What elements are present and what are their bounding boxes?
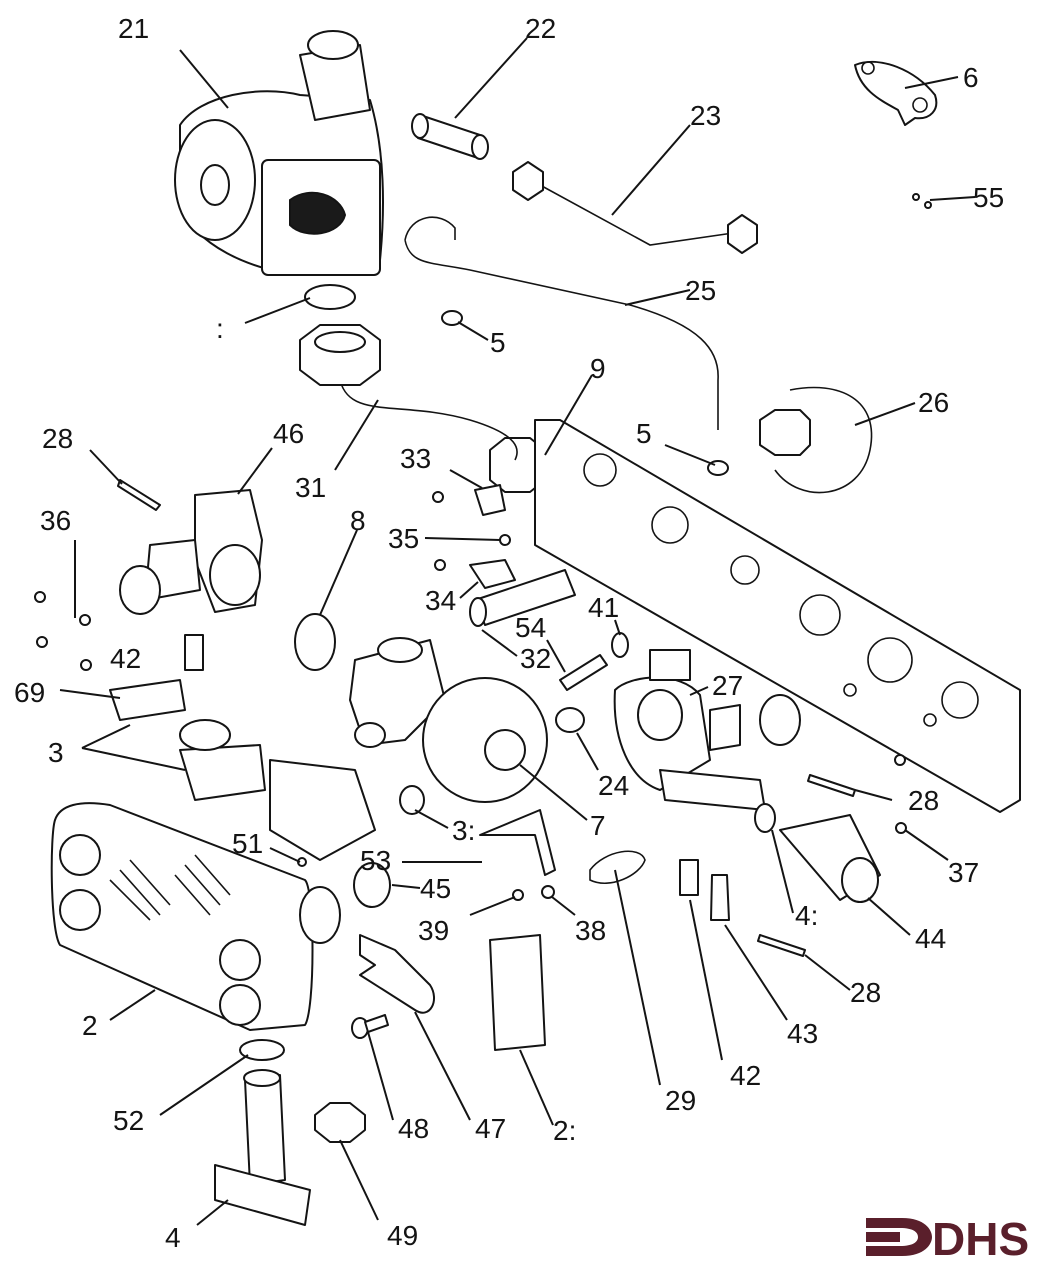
- screw-48-part: [351, 1014, 389, 1039]
- o-ring-4-part: [754, 803, 776, 833]
- label-28c: 28: [850, 977, 881, 1008]
- label-2a: 2: [82, 1010, 98, 1041]
- label-25: 25: [685, 275, 716, 306]
- pipe-31-part: [299, 324, 518, 461]
- screw-39-part: [512, 889, 524, 901]
- pipe-25-part: [404, 216, 719, 430]
- label-1: :: [216, 313, 224, 344]
- label-3a: 3: [48, 737, 64, 768]
- label-33: 33: [400, 443, 431, 474]
- logo-mark-icon: [866, 1218, 932, 1256]
- label-26: 26: [918, 387, 949, 418]
- pin-54-part: [559, 654, 608, 691]
- label-51: 51: [232, 828, 263, 859]
- label-9: 9: [590, 353, 606, 384]
- part-labels: 21 22 23 6 55 25 5 9 26 28 46 31 33 5 36…: [14, 13, 1004, 1253]
- bracket-53-part: [479, 809, 556, 876]
- label-44: 44: [915, 923, 946, 954]
- valve-housing-27-part: [613, 649, 801, 811]
- label-52: 52: [113, 1105, 144, 1136]
- label-31: 31: [295, 472, 326, 503]
- bushing-24-part: [555, 707, 585, 733]
- valve-3-part: [109, 679, 376, 861]
- nut-49-part: [314, 1102, 366, 1143]
- label-8: 8: [350, 505, 366, 536]
- bracket-6-part: [854, 60, 938, 126]
- label-5b: 5: [636, 418, 652, 449]
- label-46: 46: [273, 418, 304, 449]
- label-6: 6: [963, 62, 979, 93]
- leader-lines: [59, 37, 976, 1226]
- label-7: 7: [590, 810, 606, 841]
- label-38: 38: [575, 915, 606, 946]
- label-28a: 28: [42, 423, 73, 454]
- label-4b: 4: [165, 1222, 181, 1253]
- label-55: 55: [973, 182, 1004, 213]
- label-29: 29: [665, 1085, 696, 1116]
- clip-28b-part: [807, 774, 856, 797]
- label-28b: 28: [908, 785, 939, 816]
- label-47: 47: [475, 1113, 506, 1144]
- label-42a: 42: [110, 643, 141, 674]
- clip-28c-part: [757, 934, 806, 957]
- label-69: 69: [14, 677, 45, 708]
- ring-41-part: [611, 632, 629, 658]
- label-2b: 2:: [553, 1115, 576, 1146]
- logo-text: DHS: [932, 1213, 1029, 1265]
- plate-47-part: [359, 934, 435, 1014]
- sensor-42-part: [184, 634, 699, 896]
- screw-35-part: [499, 534, 511, 546]
- label-4a: 4:: [795, 900, 818, 931]
- valve-44-part: [779, 814, 881, 903]
- label-37: 37: [948, 857, 979, 888]
- label-35: 35: [388, 523, 419, 554]
- clip-28a-part: [117, 479, 161, 511]
- label-21: 21: [118, 13, 149, 44]
- fitting-part: [411, 113, 489, 160]
- label-39: 39: [418, 915, 449, 946]
- label-42b: 42: [730, 1060, 761, 1091]
- pipe-23-part: [512, 161, 758, 254]
- label-54: 54: [515, 612, 546, 643]
- label-36: 36: [40, 505, 71, 536]
- heat-exchanger-2-part: [50, 802, 341, 1031]
- label-24: 24: [598, 770, 629, 801]
- tee-fitting-4-part: [214, 1069, 311, 1226]
- label-45: 45: [420, 873, 451, 904]
- housing-46-part: [119, 489, 263, 615]
- label-43: 43: [787, 1018, 818, 1049]
- label-5a: 5: [490, 327, 506, 358]
- label-48: 48: [398, 1113, 429, 1144]
- screws-part: [34, 491, 907, 867]
- label-53: 53: [360, 845, 391, 876]
- valve-body-part: [349, 637, 548, 803]
- bracket-34-part: [469, 559, 516, 589]
- o-ring-8-part: [294, 613, 336, 671]
- hose-26-part: [759, 386, 873, 494]
- pipe-32-part: [469, 569, 576, 627]
- label-23: 23: [690, 100, 721, 131]
- o-ring-52-part: [239, 1039, 285, 1061]
- dhs-logo: DHS: [866, 1213, 1029, 1265]
- backplate-part: [534, 419, 1021, 813]
- label-41: 41: [588, 592, 619, 623]
- sensor-43-part: [710, 874, 730, 921]
- o-ring-1-part: [304, 284, 356, 310]
- label-22: 22: [525, 13, 556, 44]
- label-3b: 3:: [452, 815, 475, 846]
- label-34: 34: [425, 585, 456, 616]
- screw-38-part: [541, 885, 555, 899]
- screws-55-part: [912, 193, 932, 209]
- label-32: 32: [520, 643, 551, 674]
- o-ring-45-part: [353, 862, 391, 908]
- label-49: 49: [387, 1220, 418, 1251]
- gasket-29-part: [589, 850, 646, 885]
- cover-2-part: [489, 934, 546, 1051]
- washer-5-part: [441, 310, 463, 326]
- pump-part: [174, 30, 384, 276]
- clip-33-part: [474, 484, 506, 516]
- o-ring-3-part: [399, 785, 425, 815]
- label-27: 27: [712, 670, 743, 701]
